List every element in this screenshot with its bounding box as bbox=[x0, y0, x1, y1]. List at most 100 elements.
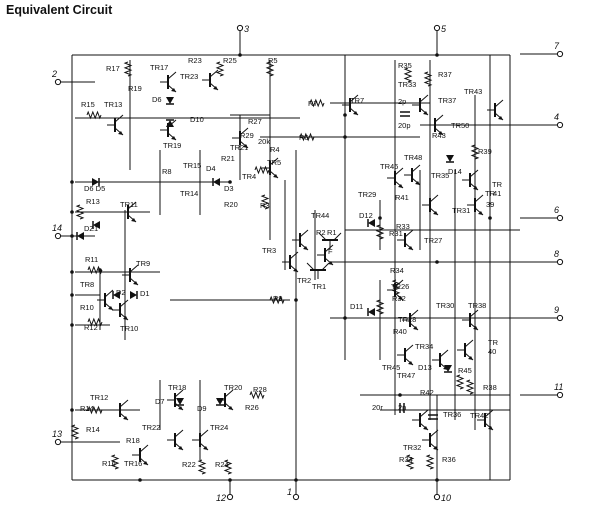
diode bbox=[113, 291, 120, 299]
component-label-tr22: TR22 bbox=[142, 423, 160, 432]
component-label-r14: R14 bbox=[86, 425, 100, 434]
transistor-arrow bbox=[178, 406, 183, 410]
component-label-d9: D9 bbox=[197, 404, 207, 413]
component-label-tr37: TR37 bbox=[438, 96, 456, 105]
component-label-d1: D1 bbox=[140, 289, 150, 298]
diode bbox=[444, 365, 452, 372]
pin-terminal-6 bbox=[556, 214, 564, 222]
diode bbox=[213, 178, 220, 186]
component-label-tr3: TR3 bbox=[262, 246, 276, 255]
resistor bbox=[309, 98, 325, 108]
transistor-arrow bbox=[423, 426, 428, 430]
pin-terminal-14 bbox=[54, 232, 62, 240]
component-label-r32: R32 bbox=[392, 294, 406, 303]
transistor-collector bbox=[404, 344, 414, 353]
component-label-tr29: TR29 bbox=[358, 190, 376, 199]
component-label-tr21: TR21 bbox=[230, 143, 248, 152]
resistor bbox=[249, 390, 265, 400]
resistor bbox=[110, 454, 120, 470]
pin-number-7: 7 bbox=[554, 41, 560, 51]
resistor bbox=[405, 454, 415, 470]
pin-number-4: 4 bbox=[554, 112, 559, 122]
component-label-d11: D11 bbox=[350, 302, 363, 311]
transistor-arrow bbox=[131, 218, 136, 222]
transistor-arrow bbox=[118, 131, 123, 135]
component-label-tr32: TR32 bbox=[403, 443, 421, 452]
transistor-arrow bbox=[228, 406, 233, 410]
component-label-tr1: TR1 bbox=[312, 282, 326, 291]
transistor-collector bbox=[469, 169, 479, 178]
transistor-arrow bbox=[293, 268, 298, 272]
transistor-collector bbox=[434, 114, 444, 123]
transistor-collector bbox=[299, 229, 309, 238]
junction-dot bbox=[294, 478, 298, 482]
component-label-tr23: TR23 bbox=[180, 72, 198, 81]
transistor-arrow bbox=[133, 281, 138, 285]
junction-dot bbox=[70, 323, 74, 327]
component-label-r14: R14 bbox=[80, 404, 94, 413]
pin-terminal-1 bbox=[292, 493, 300, 501]
component-label-tr18: TR18 bbox=[168, 383, 186, 392]
diagram-title: Equivalent Circuit bbox=[6, 3, 113, 17]
pin-terminal-11 bbox=[556, 391, 564, 399]
component-label-2p: 2p bbox=[398, 97, 406, 106]
component-label-tr47: TR47 bbox=[397, 371, 415, 380]
junction-dot bbox=[70, 270, 74, 274]
diode bbox=[368, 308, 375, 316]
component-label-r26: R26 bbox=[245, 403, 259, 412]
component-label-tr17: TR17 bbox=[150, 63, 168, 72]
diode bbox=[93, 221, 100, 229]
resistor bbox=[299, 132, 315, 142]
junction-dot bbox=[398, 393, 402, 397]
diode bbox=[216, 398, 224, 405]
junction-dot bbox=[435, 478, 439, 482]
transistor-arrow bbox=[478, 211, 483, 215]
component-label-tr31: TR31 bbox=[452, 206, 470, 215]
component-label-r23: R23 bbox=[188, 56, 202, 65]
transistor-collector bbox=[419, 94, 429, 103]
junction-dot bbox=[378, 216, 382, 220]
component-label-r17: R17 bbox=[106, 64, 120, 73]
component-label-r34: R34 bbox=[390, 266, 404, 275]
component-label-r36: R36 bbox=[442, 455, 456, 464]
component-label-r38: R38 bbox=[483, 383, 497, 392]
resistor bbox=[75, 204, 85, 220]
component-label-r24: R24 bbox=[215, 460, 229, 469]
resistor bbox=[87, 317, 103, 327]
resistor bbox=[87, 265, 103, 275]
transistor-arrow bbox=[213, 86, 218, 90]
component-label-tr24: TR24 bbox=[210, 423, 228, 432]
transistor-collector bbox=[224, 389, 234, 398]
pin-number-10: 10 bbox=[441, 493, 451, 503]
component-label-tr42: TR42 bbox=[470, 411, 488, 420]
component-label-r3: R3 bbox=[260, 201, 270, 210]
component-label-tr45: TR45 bbox=[382, 363, 400, 372]
component-label-d6-d5: D6 D5 bbox=[84, 184, 105, 193]
transistor-collector bbox=[306, 262, 315, 271]
junction-dot bbox=[70, 293, 74, 297]
resistor bbox=[260, 194, 270, 210]
transistor-collector bbox=[349, 94, 359, 103]
resistor bbox=[197, 459, 207, 475]
component-label-r29: R29 bbox=[240, 131, 254, 140]
transistor-arrow bbox=[353, 111, 358, 115]
component-label-r1: R1 bbox=[327, 228, 337, 237]
transistor-arrow bbox=[143, 461, 148, 465]
component-label-r40: R40 bbox=[393, 327, 407, 336]
junction-dot bbox=[435, 53, 439, 57]
component-label-tr: TR bbox=[488, 338, 499, 347]
junction-dot bbox=[488, 216, 492, 220]
transistor-collector bbox=[494, 99, 504, 108]
component-label-d14: D14 bbox=[448, 167, 462, 176]
pin-terminal-3 bbox=[236, 24, 244, 32]
transistor-arrow bbox=[171, 88, 176, 92]
transistor-collector bbox=[139, 444, 149, 453]
transistor-arrow bbox=[433, 211, 438, 215]
transistor-arrow bbox=[243, 144, 248, 148]
transistor-arrow bbox=[123, 316, 128, 320]
component-label-r16: R16 bbox=[102, 459, 116, 468]
component-label-r7: R7 bbox=[308, 99, 318, 108]
transistor-collector bbox=[199, 429, 209, 438]
component-label-39: 39 bbox=[486, 200, 494, 209]
transistor-collector bbox=[167, 71, 177, 80]
